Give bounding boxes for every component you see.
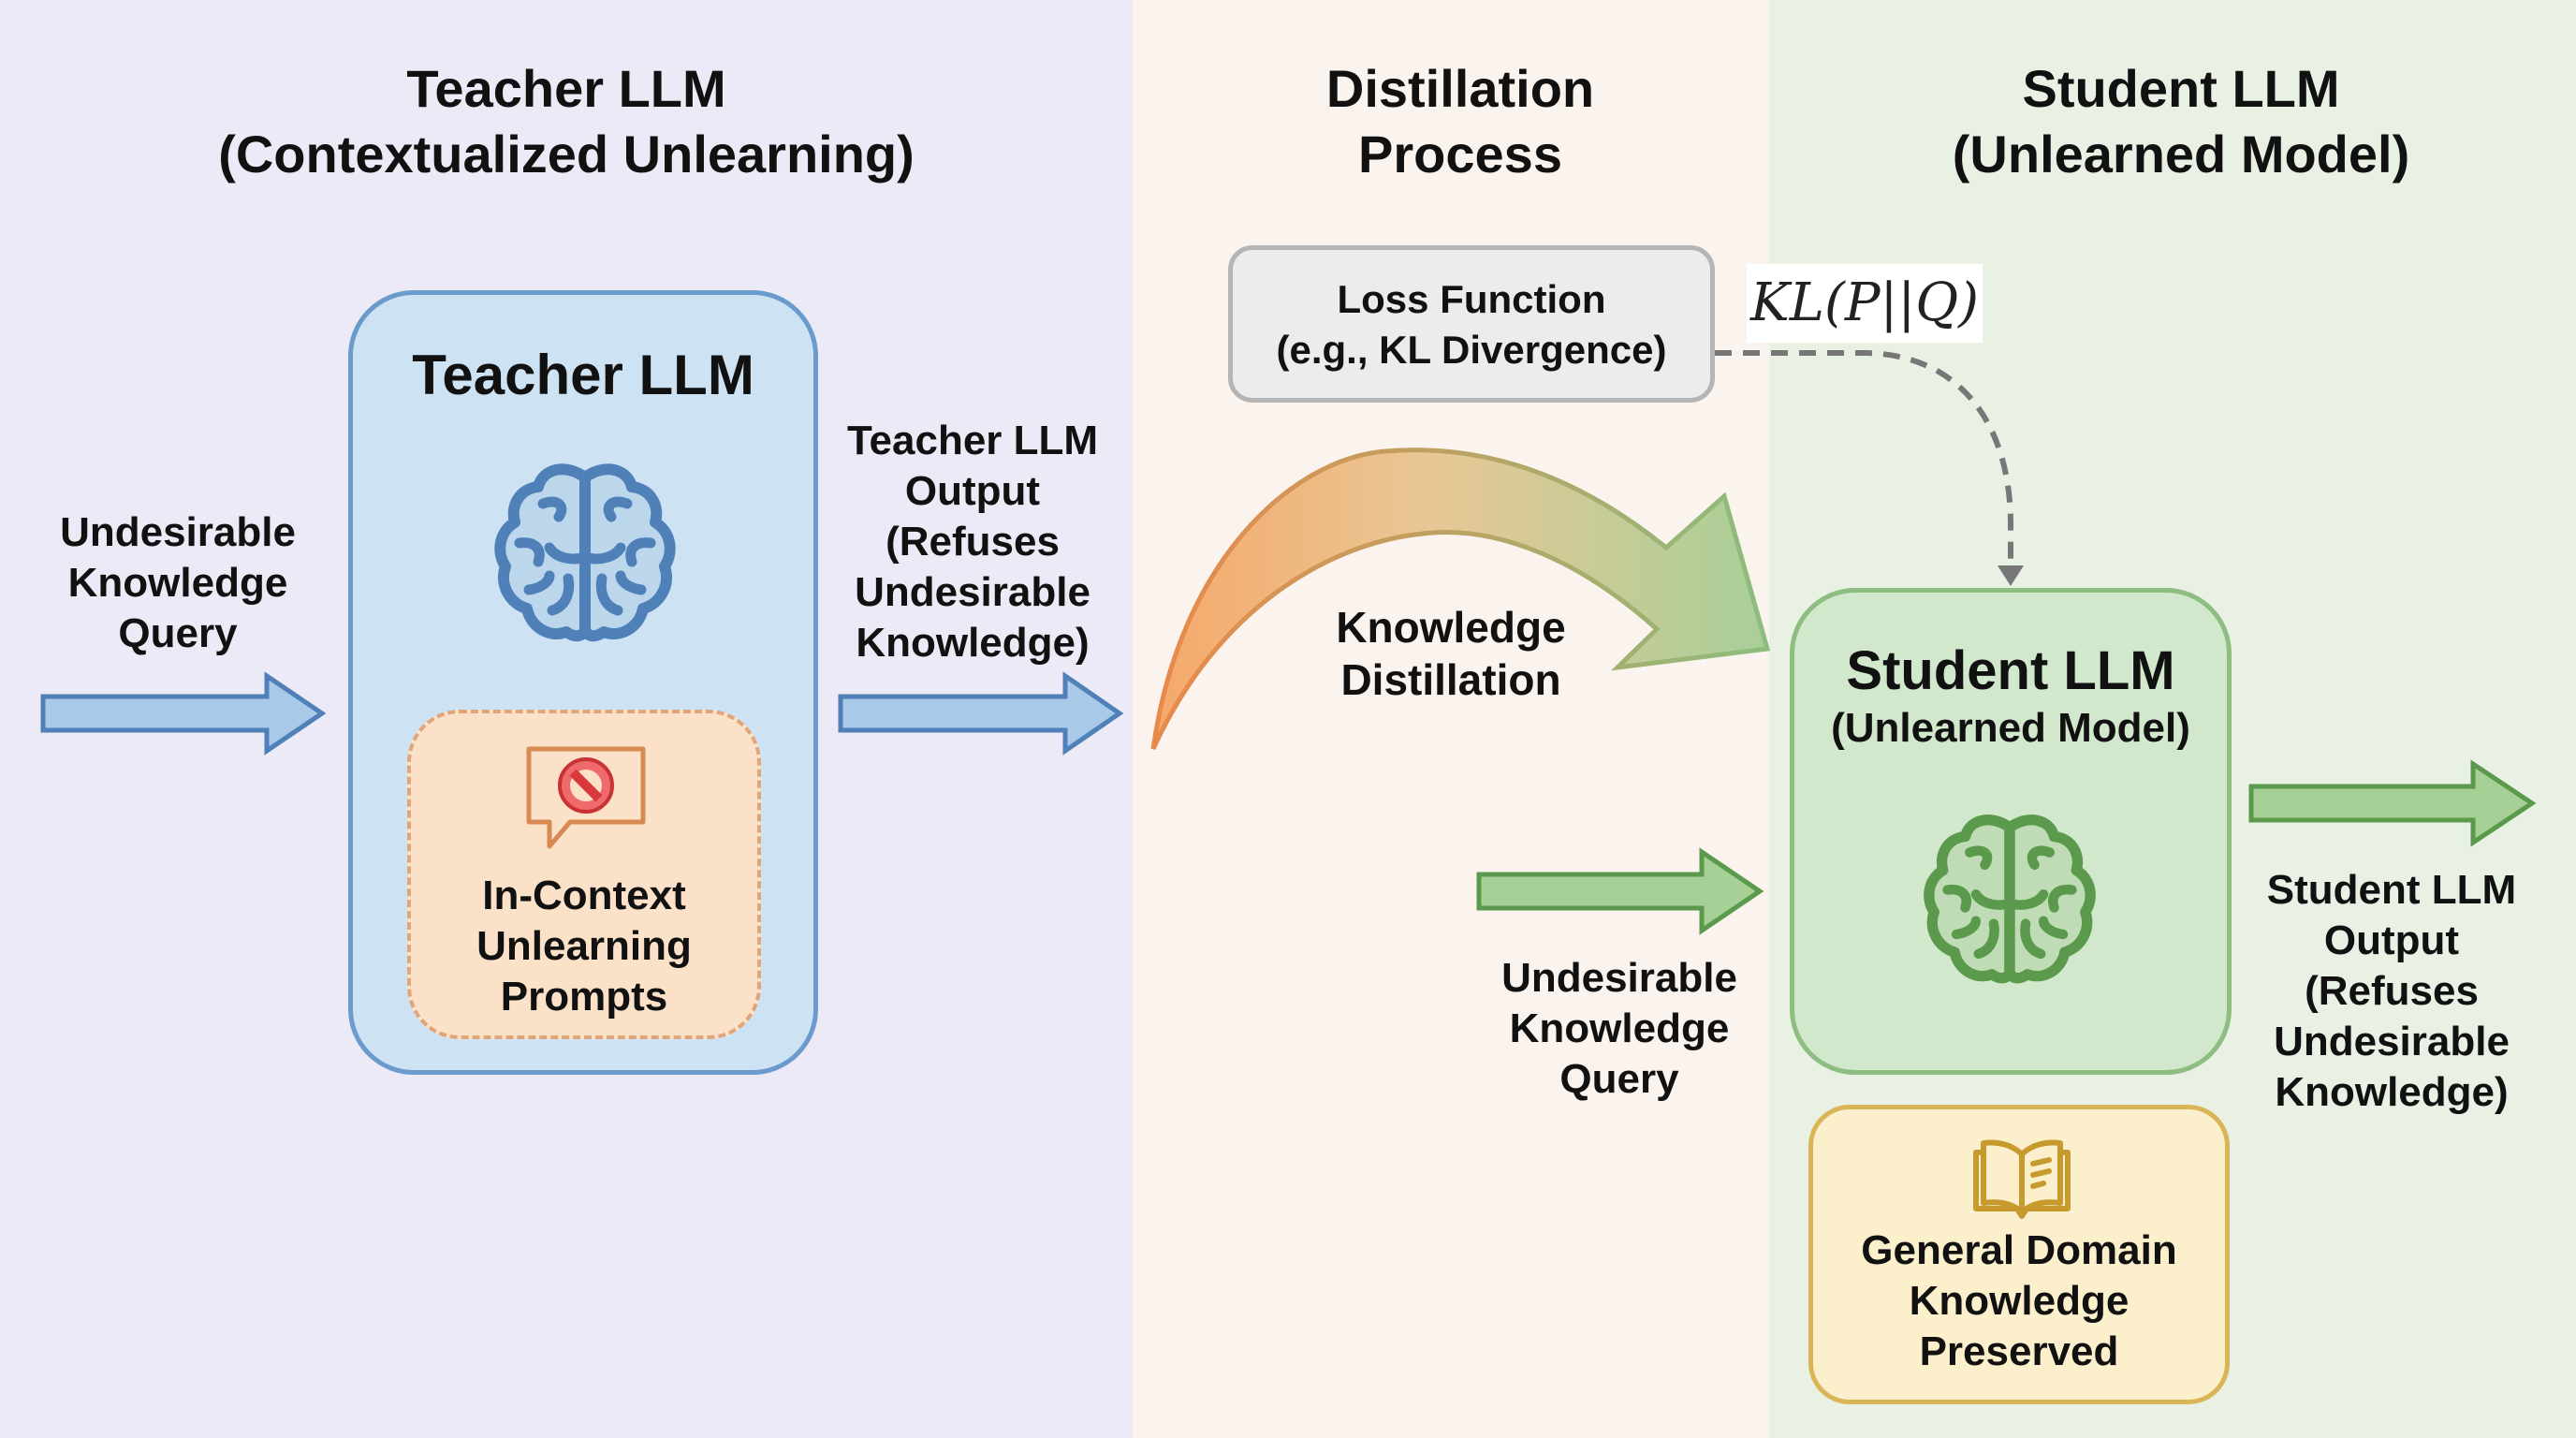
student-llm-title: Student LLM bbox=[1846, 640, 2175, 701]
general-knowledge-preserved-box: General Domain Knowledge Preserved bbox=[1808, 1105, 2230, 1404]
knowledge-distillation-arrow bbox=[1150, 448, 1771, 751]
open-book-icon bbox=[1973, 1139, 2071, 1219]
distillation-section-panel bbox=[1133, 0, 1769, 1438]
brain-icon bbox=[494, 463, 676, 642]
student-output-label: Student LLM Output (Refuses Undesirable … bbox=[2266, 867, 2517, 1115]
brain-icon bbox=[1924, 814, 2096, 984]
teacher-output-label: Teacher LLM Output (Refuses Undesirable … bbox=[846, 418, 1099, 666]
student-section-title: Student LLM (Unlearned Model) bbox=[1952, 59, 2410, 183]
teacher-llm-title: Teacher LLM bbox=[412, 344, 754, 406]
teacher-input-arrow bbox=[40, 671, 327, 756]
kl-dashed-connector bbox=[1715, 350, 2013, 571]
kl-divergence-formula: KL(P||Q) bbox=[1747, 264, 1983, 343]
general-knowledge-label: General Domain Knowledge Preserved bbox=[1861, 1227, 2177, 1374]
in-context-unlearning-prompts-box: In-Context Unlearning Prompts bbox=[407, 710, 761, 1039]
student-input-arrow bbox=[1476, 847, 1764, 935]
distillation-section-title: Distillation Process bbox=[1325, 59, 1595, 183]
teacher-section-title: Teacher LLM (Contextualized Unlearning) bbox=[218, 59, 915, 183]
loss-function-label: Loss Function (e.g., KL Divergence) bbox=[1276, 277, 1667, 372]
loss-function-box: Loss Function (e.g., KL Divergence) bbox=[1228, 245, 1715, 403]
student-llm-subtitle: (Unlearned Model) bbox=[1831, 705, 2190, 751]
knowledge-distillation-label: Knowledge Distillation bbox=[1336, 603, 1566, 704]
in-context-unlearning-label: In-Context Unlearning Prompts bbox=[476, 873, 692, 1020]
student-llm-box: Student LLM (Unlearned Model) bbox=[1790, 588, 2232, 1075]
student-output-arrow bbox=[2248, 759, 2537, 847]
teacher-input-label: Undesirable Knowledge Query bbox=[60, 509, 296, 656]
student-input-label: Undesirable Knowledge Query bbox=[1501, 955, 1737, 1102]
no-entry-speech-bubble-icon bbox=[526, 746, 646, 849]
kl-connector-arrowhead bbox=[1998, 565, 2024, 586]
teacher-output-arrow bbox=[838, 671, 1124, 756]
